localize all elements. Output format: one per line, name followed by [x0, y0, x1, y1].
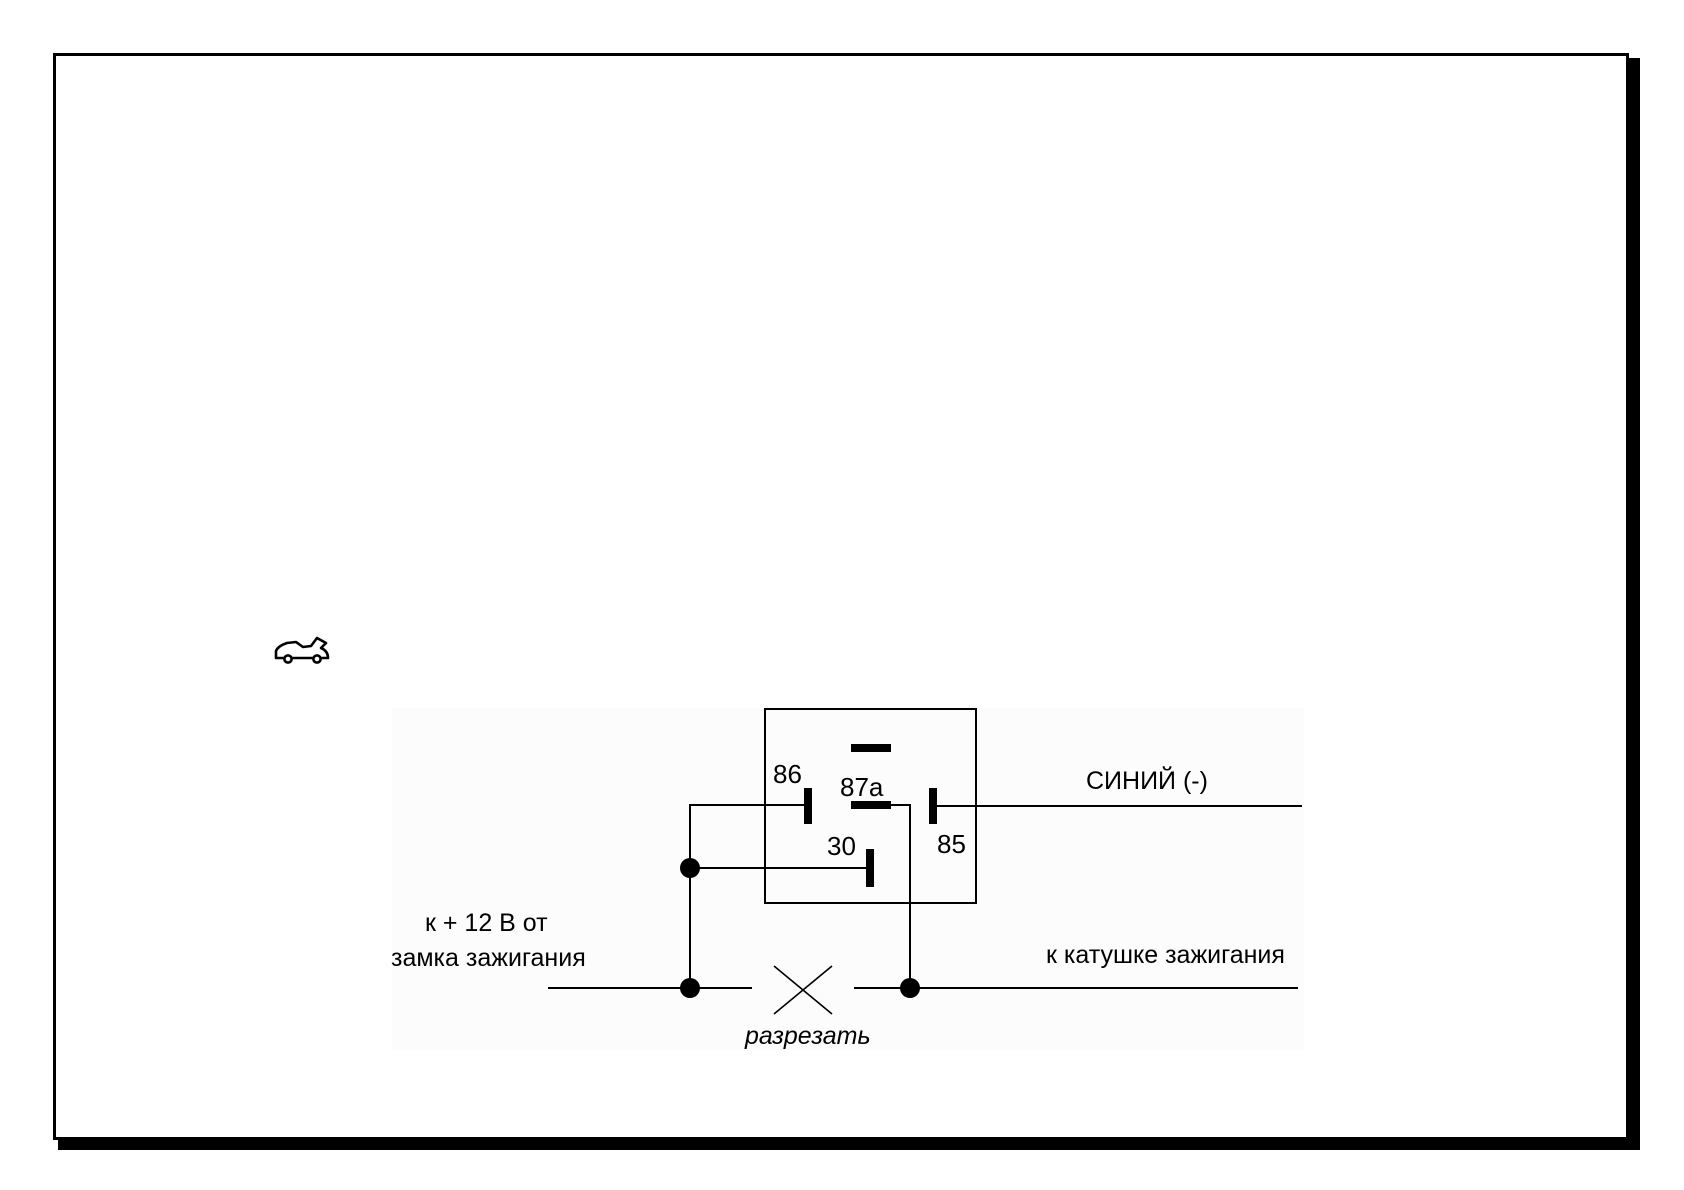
pin-label-87a: 87a — [840, 772, 884, 802]
wire-87a — [891, 804, 911, 988]
junction-dot — [680, 858, 700, 878]
junction-dot — [680, 978, 700, 998]
terminal-87a — [851, 801, 891, 809]
terminal-30 — [866, 849, 874, 887]
terminal-85 — [929, 788, 937, 824]
pin-label-30: 30 — [827, 831, 856, 861]
terminal-87 — [851, 744, 891, 752]
wire-86 — [689, 804, 808, 988]
diagram-panel — [392, 708, 1304, 1050]
ignition-label-line1: к + 12 В от — [425, 909, 548, 937]
cut-mark — [773, 965, 833, 1015]
cut-label: разрезать — [744, 1022, 871, 1050]
pin-label-85: 85 — [937, 829, 966, 859]
pin-label-86: 86 — [773, 759, 802, 789]
blue-wire-label: СИНИЙ (-) — [1086, 765, 1208, 795]
coil-label: к катушке зажигания — [1046, 941, 1285, 969]
junction-dot — [900, 978, 920, 998]
car-hood-icon — [274, 636, 330, 664]
ignition-label-line2: замка зажигания — [391, 944, 586, 972]
